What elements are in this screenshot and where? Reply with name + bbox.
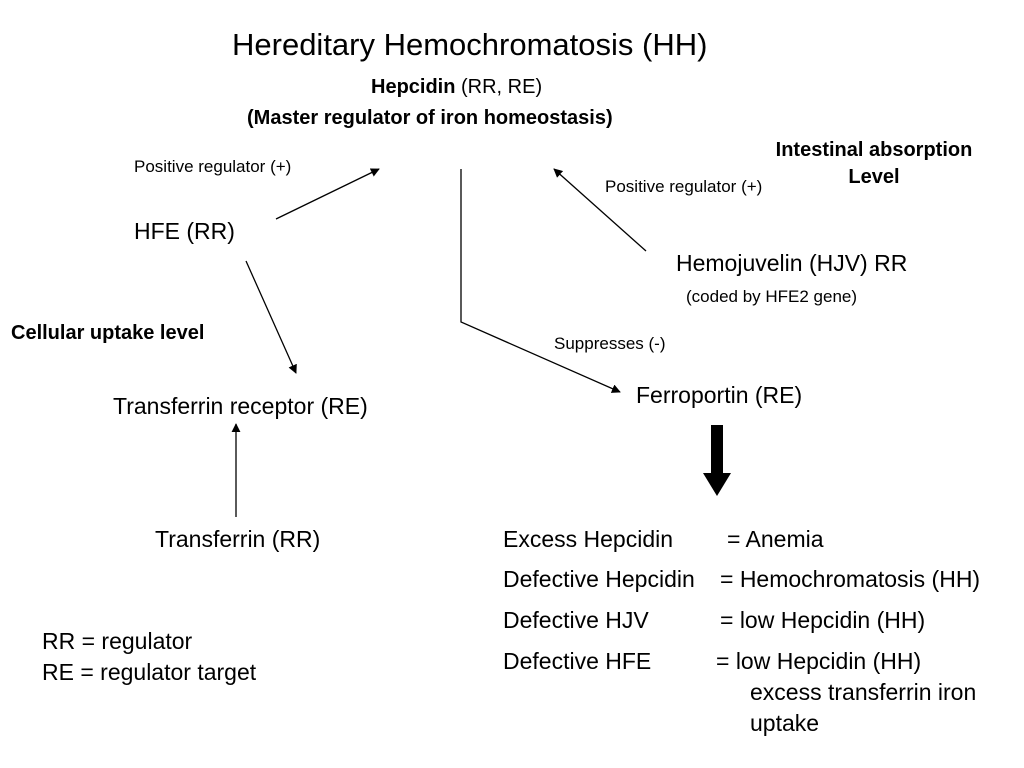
hfe-node: HFE (RR) bbox=[134, 218, 235, 244]
hepcidin-codes: (RR, RE) bbox=[455, 76, 543, 98]
outcome-condition: Defective HJV bbox=[503, 607, 649, 633]
hepcidin-role: (Master regulator of iron homeostasis) bbox=[247, 107, 613, 129]
intestinal-level-line1: Intestinal absorption bbox=[775, 139, 973, 161]
thick-down-arrow bbox=[703, 425, 731, 496]
legend-rr: RR = regulator bbox=[42, 628, 193, 654]
arrow-hfe-to-transferrin-receptor bbox=[245, 260, 297, 374]
ferroportin-node: Ferroportin (RE) bbox=[636, 382, 803, 408]
hjv-edge-label: Positive regulator (+) bbox=[605, 177, 763, 196]
outcome-condition: Defective Hepcidin bbox=[503, 566, 695, 592]
suppress-edge-label: Suppresses (-) bbox=[554, 334, 666, 353]
hfe-extra-line2: uptake bbox=[750, 710, 820, 736]
intestinal-level-line2: Level bbox=[848, 166, 900, 188]
hfe-edge-label: Positive regulator (+) bbox=[134, 157, 292, 176]
outcome-condition: Excess Hepcidin bbox=[503, 526, 674, 552]
arrow-hfe-to-hepcidin bbox=[275, 168, 380, 220]
outcome-result: = low Hepcidin (HH) bbox=[720, 607, 926, 633]
intestinal-level-label: Intestinal absorption Level bbox=[746, 140, 1002, 187]
outcome-result: = low Hepcidin (HH) bbox=[716, 648, 922, 674]
hepcidin-name: Hepcidin bbox=[371, 76, 456, 98]
legend-re: RE = regulator target bbox=[42, 659, 257, 685]
outcome-result: = Hemochromatosis (HH) bbox=[720, 566, 981, 592]
page-title: Hereditary Hemochromatosis (HH) bbox=[232, 27, 708, 62]
hjv-note: (coded by HFE2 gene) bbox=[686, 287, 858, 306]
hepcidin-node: Hepcidin (RR, RE) bbox=[371, 77, 542, 97]
hfe-extra-line1: excess transferrin iron bbox=[750, 679, 977, 705]
outcome-condition: Defective HFE bbox=[503, 648, 652, 674]
cellular-level-label: Cellular uptake level bbox=[11, 322, 205, 344]
transferrin-receptor-node: Transferrin receptor (RE) bbox=[113, 393, 368, 419]
transferrin-node: Transferrin (RR) bbox=[155, 526, 321, 552]
hjv-node: Hemojuvelin (HJV) RR bbox=[676, 250, 908, 276]
outcome-result: = Anemia bbox=[727, 526, 824, 552]
arrow-hjv-to-hepcidin bbox=[553, 168, 647, 252]
arrow-hepcidin-to-ferroportin bbox=[460, 169, 621, 393]
